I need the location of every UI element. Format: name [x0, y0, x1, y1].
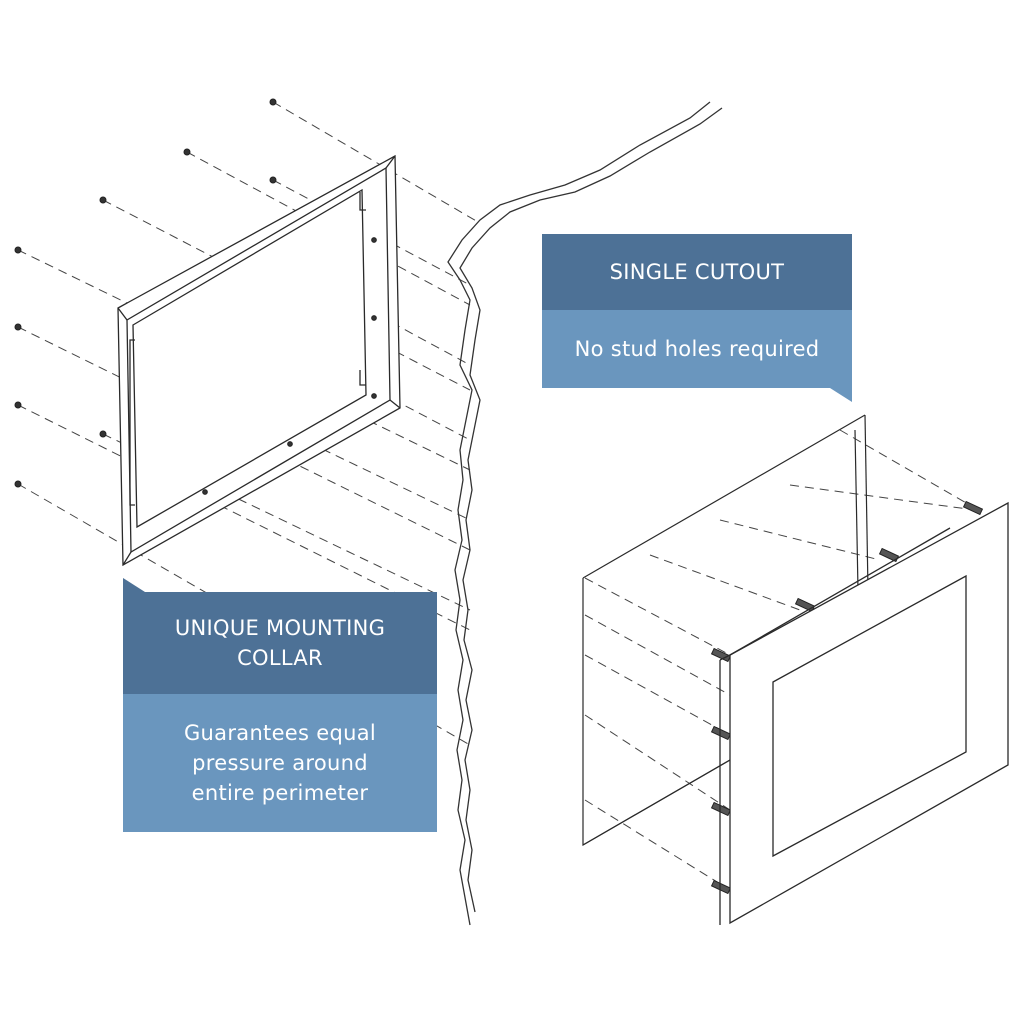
- mounting-collar-text-line2: pressure around: [192, 751, 368, 775]
- display-bezel: [719, 501, 1009, 925]
- single-cutout-body-text: No stud holes required: [574, 337, 820, 361]
- mounting-collar-frame: [117, 154, 401, 567]
- mounting-collar-text-line1: Guarantees equal: [183, 721, 376, 745]
- mounting-collar-title-line1: UNIQUE MOUNTING: [174, 616, 386, 640]
- enclosure-dashes: [584, 429, 976, 891]
- single-cutout-title-text: SINGLE CUTOUT: [609, 260, 785, 284]
- mounting-collar-title-line2: COLLAR: [237, 646, 323, 670]
- mounting-collar-text-line3: entire perimeter: [191, 781, 369, 805]
- wall-cutout-edge: [447, 101, 723, 926]
- enclosure-box: [582, 414, 869, 847]
- callout-tail: [830, 388, 852, 402]
- screws-right: [710, 500, 984, 895]
- callout-single-cutout: SINGLE CUTOUT No stud holes required: [542, 234, 852, 402]
- callout-mounting-collar-title: UNIQUE MOUNTING COLLAR: [123, 592, 437, 694]
- callout-single-cutout-title: SINGLE CUTOUT: [542, 234, 852, 310]
- callout-tail: [123, 578, 145, 592]
- callout-single-cutout-body: No stud holes required: [542, 310, 852, 388]
- callout-mounting-collar-body: Guarantees equal pressure around entire …: [123, 694, 437, 832]
- callout-mounting-collar: UNIQUE MOUNTING COLLAR Guarantees equal …: [123, 578, 437, 832]
